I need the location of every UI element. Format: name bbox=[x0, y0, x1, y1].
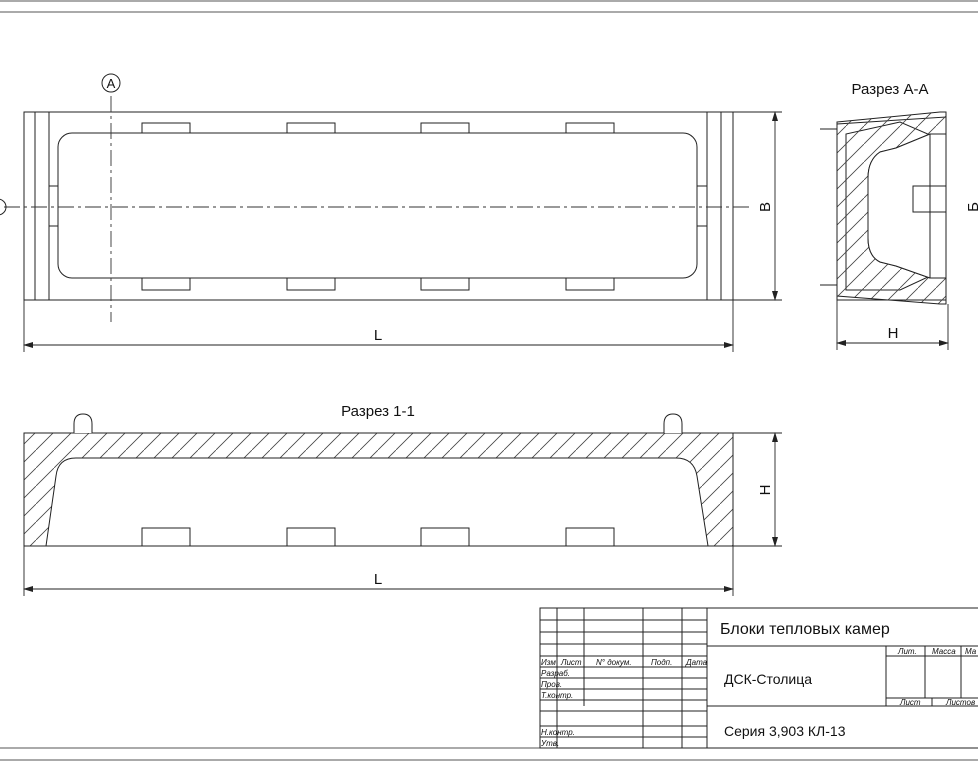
section-aa-height-label: H bbox=[888, 325, 899, 342]
plan-centerlines bbox=[4, 96, 750, 322]
section-aa-title: Разрез А-А bbox=[852, 81, 929, 98]
plan-dimensions bbox=[23, 111, 782, 352]
col-date: Дата bbox=[685, 658, 708, 667]
col-izm: Изм bbox=[541, 658, 556, 667]
plan-view bbox=[23, 111, 734, 301]
title-block-organization: ДСК-Столица bbox=[724, 671, 812, 687]
left-section-marker bbox=[0, 198, 7, 216]
lit-label: Лит. bbox=[897, 647, 917, 656]
section-11-view bbox=[23, 413, 734, 547]
section-marker-label: А bbox=[107, 76, 116, 91]
title-block-title: Блоки тепловых камер bbox=[720, 621, 890, 638]
section-marker-circle bbox=[101, 73, 121, 93]
listov-label: Листов bbox=[945, 698, 975, 707]
col-doc: N° докум. bbox=[596, 658, 632, 667]
section-11-length-label: L bbox=[374, 571, 382, 588]
row-nkontr: Н.контр. bbox=[541, 728, 575, 737]
section-11-height-label: H bbox=[757, 485, 774, 496]
row-razrab: Разраб. bbox=[541, 669, 570, 678]
plan-length-label: L bbox=[374, 327, 382, 344]
section-11-title: Разрез 1-1 bbox=[341, 403, 415, 420]
masshtab-label: Ма bbox=[965, 647, 977, 656]
section-aa-view bbox=[820, 111, 947, 305]
plan-width-label: B bbox=[757, 202, 774, 212]
title-block bbox=[539, 607, 978, 749]
row-tkontr: Т.контр. bbox=[541, 691, 573, 700]
section-11-dimensions bbox=[23, 432, 782, 596]
massa-label: Масса bbox=[932, 647, 956, 656]
row-prov: Пров. bbox=[541, 680, 562, 689]
col-list: Лист bbox=[560, 658, 582, 667]
list-label: Лист bbox=[899, 698, 921, 707]
title-block-series: Серия 3,903 КЛ-13 bbox=[724, 723, 846, 739]
col-sign: Подп. bbox=[651, 658, 672, 667]
row-utv: Утв. bbox=[540, 739, 559, 748]
section-aa-right-label: Б bbox=[965, 202, 978, 212]
section-aa-dimensions bbox=[836, 300, 949, 350]
